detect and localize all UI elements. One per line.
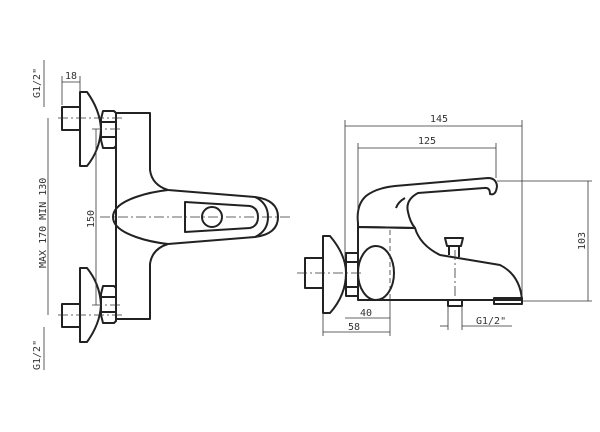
dim-height: 103 — [577, 232, 588, 250]
dim-centers-range: MAX 170 MIN 130 — [38, 178, 49, 268]
shower-outlet — [447, 299, 463, 307]
dim-lever-length: 125 — [418, 136, 436, 147]
dim-inlet-top: G1/2" — [32, 68, 43, 98]
inlet-knob — [357, 245, 395, 301]
top-stub — [61, 106, 81, 131]
top-nut — [100, 110, 117, 149]
lever-side — [356, 177, 498, 229]
dim-centers: 150 — [86, 210, 97, 228]
dim-stub-width: 18 — [65, 71, 77, 82]
dim-body-offset: 40 — [360, 308, 372, 319]
mixer-body — [115, 112, 279, 320]
front-view: 18 G1/2" G1/2" MAX 170 MIN 130 150 — [32, 60, 292, 370]
dim-overall-length: 145 — [430, 114, 448, 125]
diverter-knob — [444, 237, 464, 257]
bottom-stub — [61, 303, 81, 328]
spout-body — [357, 226, 523, 301]
dim-inlet-bottom: G1/2" — [32, 340, 43, 370]
side-nut — [345, 252, 359, 297]
side-view: 145 125 103 40 58 G1/2" — [297, 114, 592, 336]
bottom-nut — [100, 285, 117, 324]
dim-wall-offset: 58 — [348, 322, 360, 333]
side-flange — [322, 235, 347, 314]
dim-outlet-thread: G1/2" — [476, 316, 506, 327]
